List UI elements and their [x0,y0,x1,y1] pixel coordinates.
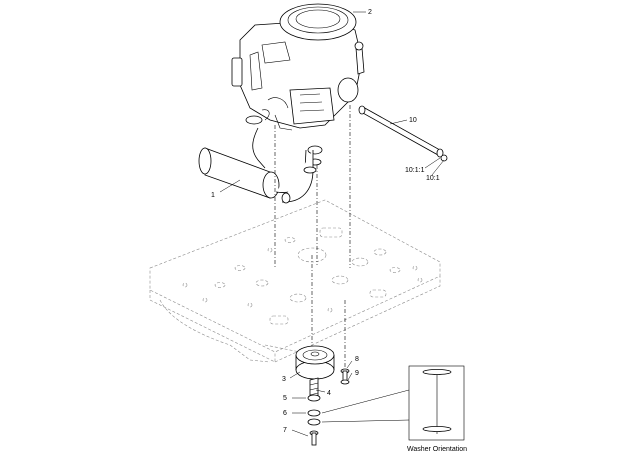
engine [231,3,365,166]
callout-6: 6 [283,410,287,417]
frame-plate [149,199,441,363]
bolt-7 [309,430,319,446]
bolt-8-9 [340,368,350,385]
callout-9: 9 [355,370,359,377]
callout-8: 8 [355,356,359,363]
center-lines [274,105,351,370]
callout-7: 7 [283,427,287,434]
callout-10-1: 10:1 [426,175,440,182]
leader-lines [219,11,445,437]
fuel-line [358,105,448,162]
callout-10-1-1: 10:1:1 [405,167,425,174]
washer-orientation-inset [321,365,465,441]
callout-5: 5 [283,395,287,402]
callout-4: 4 [327,390,331,397]
callout-1: 1 [211,192,215,199]
pulley [295,345,335,380]
callout-3: 3 [282,376,286,383]
washer-orientation-caption: Washer Orientation [407,446,467,453]
callout-10: 10 [409,117,417,124]
muffler [198,127,317,204]
washer-stack [307,394,321,426]
callout-2: 2 [368,9,372,16]
